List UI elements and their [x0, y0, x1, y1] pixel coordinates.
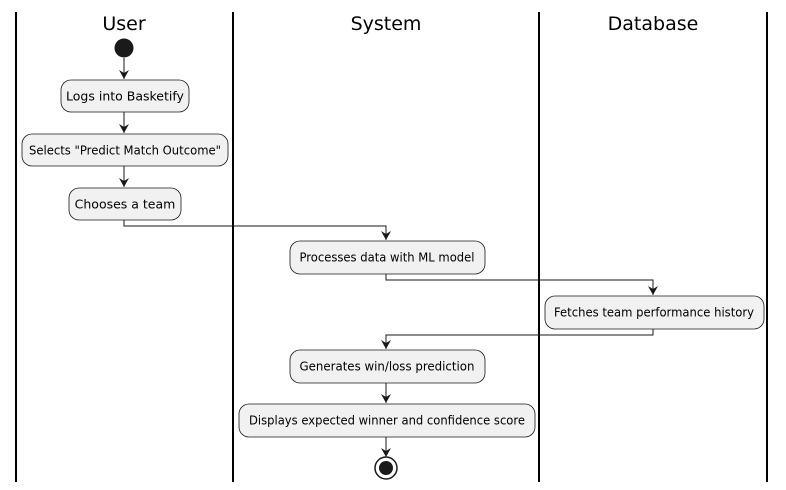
activity-fetch-history: Fetches team performance history: [544, 295, 765, 330]
activity-select-predict: Selects "Predict Match Outcome": [21, 133, 229, 167]
activity-select-predict-label: Selects "Predict Match Outcome": [29, 143, 221, 158]
activity-fetch-history-label: Fetches team performance history: [554, 305, 755, 320]
lane-title-system: System: [351, 13, 422, 35]
activity-login: Logs into Basketify: [60, 79, 190, 113]
activity-choose-team: Chooses a team: [68, 187, 182, 221]
lane-title-database: Database: [608, 13, 699, 35]
flow-process-to-fetch: [385, 274, 658, 295]
activity-process-data: Processes data with ML model: [289, 240, 486, 275]
lane-title-user: User: [102, 13, 145, 35]
flow-choose-to-process: [123, 220, 391, 240]
activity-process-data-label: Processes data with ML model: [300, 250, 475, 265]
flow-fetch-to-generate: [381, 329, 654, 349]
activity-display-result: Displays expected winner and confidence …: [238, 403, 536, 438]
activity-login-label: Logs into Basketify: [66, 89, 185, 104]
activity-choose-team-label: Chooses a team: [75, 197, 176, 212]
end-node: [374, 456, 398, 480]
activity-generate-prediction-label: Generates win/loss prediction: [300, 359, 475, 374]
activity-generate-prediction: Generates win/loss prediction: [289, 349, 486, 384]
start-node: [114, 38, 134, 58]
activity-display-result-label: Displays expected winner and confidence …: [249, 413, 525, 428]
